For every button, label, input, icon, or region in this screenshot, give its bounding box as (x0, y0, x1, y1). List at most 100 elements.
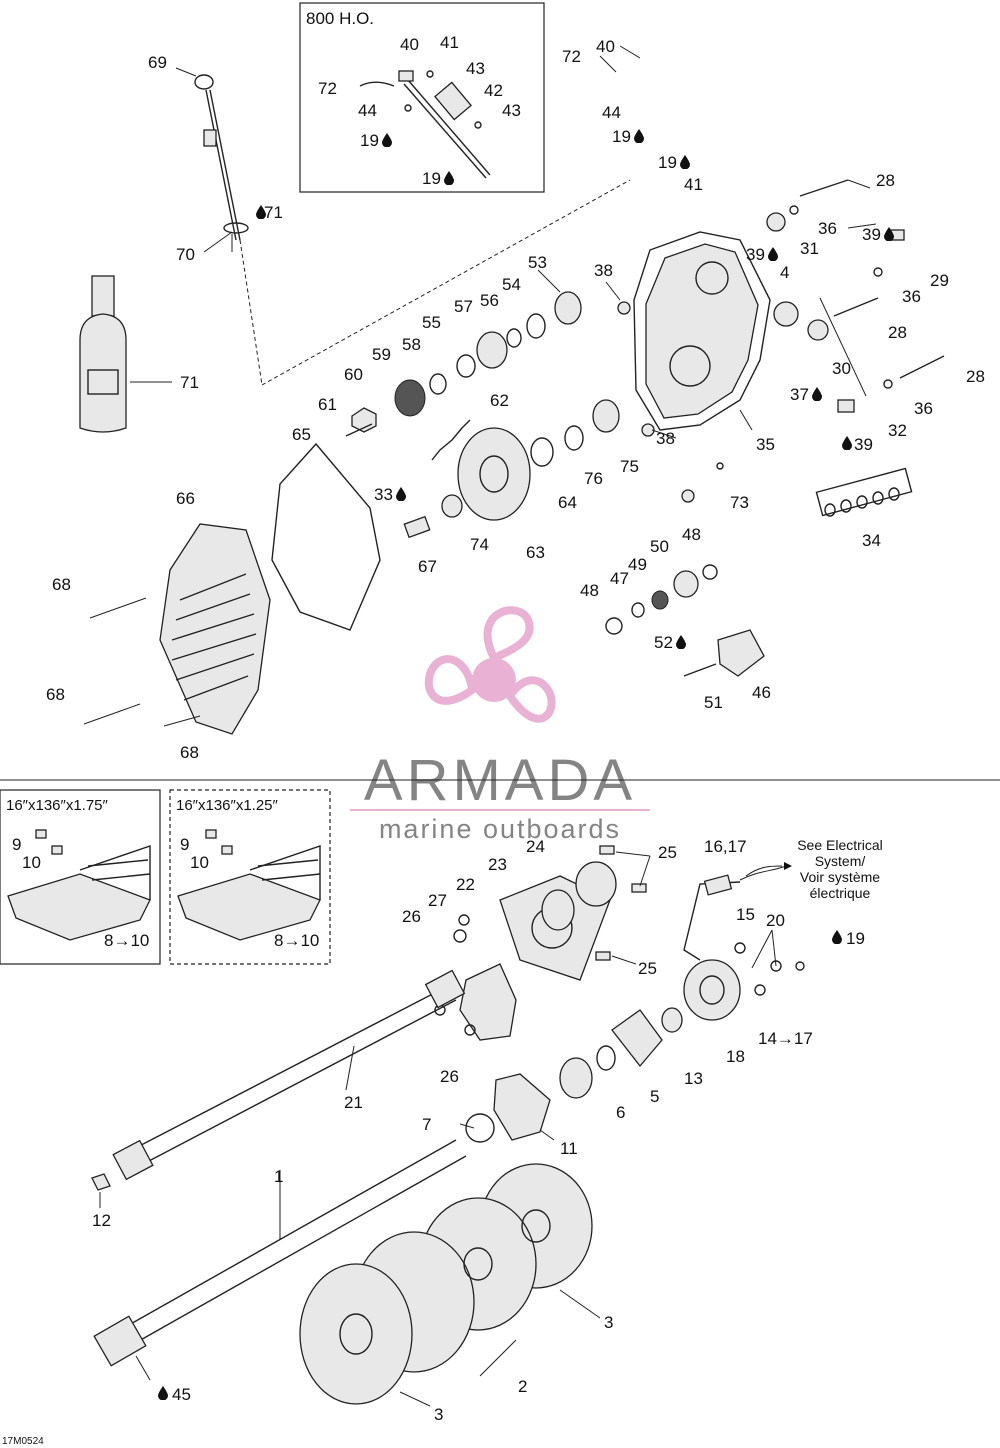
label-35: 35 (756, 435, 775, 454)
label-45: 45 (172, 1385, 191, 1404)
label-39-c: 39 (854, 435, 873, 454)
label-27: 27 (428, 891, 447, 910)
label-36-a: 36 (818, 219, 837, 238)
chaincase-housing (633, 212, 829, 431)
label-44-inset: 44 (358, 101, 377, 120)
label-25-a: 25 (658, 843, 677, 862)
label-47: 47 (610, 569, 629, 588)
label-3-b: 3 (434, 1405, 443, 1424)
label-24: 24 (526, 837, 545, 856)
label-39-a: 39 (746, 245, 765, 264)
oil-drop-icon (382, 133, 392, 147)
label-63: 63 (526, 543, 545, 562)
inset-800ho: 800 H.O. (299, 2, 545, 193)
shims-34 (815, 467, 913, 517)
label-26-a: 26 (402, 907, 421, 926)
label-4: 4 (780, 263, 789, 282)
oil-drop-icon (634, 129, 644, 143)
oil-drop-icon (768, 247, 778, 261)
label-8-10-box1: 8→10 (104, 931, 149, 950)
track-box-1-title: 16″x136″x1.75″ (6, 797, 109, 814)
label-41: 41 (684, 175, 703, 194)
electrical-note: See Electrical System/ Voir système élec… (745, 837, 883, 901)
label-70: 70 (176, 245, 195, 264)
label-41-inset: 41 (440, 33, 459, 52)
label-19-inset-a: 19 (360, 131, 379, 150)
label-66: 66 (176, 489, 195, 508)
label-33: 33 (374, 485, 393, 504)
label-12: 12 (92, 1211, 111, 1230)
label-51: 51 (704, 693, 723, 712)
label-69: 69 (148, 53, 167, 72)
oil-drop-icon (680, 155, 690, 169)
label-46: 46 (752, 683, 771, 702)
label-6: 6 (616, 1103, 625, 1122)
label-11: 11 (560, 1139, 578, 1158)
label-40: 40 (596, 37, 615, 56)
oil-drop-icon (676, 635, 686, 649)
watermark: ARMADA marine outboards (350, 606, 650, 844)
label-54: 54 (502, 275, 521, 294)
label-76: 76 (584, 469, 603, 488)
label-16-17: 16,17 (704, 837, 747, 856)
label-64: 64 (558, 493, 577, 512)
track-box-2: 16″x136″x1.25″ (169, 789, 331, 965)
label-49: 49 (628, 555, 647, 574)
label-57: 57 (454, 297, 473, 316)
label-68-a: 68 (52, 575, 71, 594)
propeller-logo-icon (424, 606, 556, 723)
label-44: 44 (602, 103, 621, 122)
label-25-b: 25 (638, 959, 657, 978)
track-box-2-title: 16″x136″x1.25″ (176, 797, 279, 814)
figure-code: 17M0524 (2, 1436, 44, 1447)
electrical-note-line2: System/ (815, 853, 866, 869)
label-23: 23 (488, 855, 507, 874)
label-68-c: 68 (180, 743, 199, 762)
label-37: 37 (790, 385, 809, 404)
label-72: 72 (562, 47, 581, 66)
label-8-10-box2: 8→10 (274, 931, 319, 950)
label-34: 34 (862, 531, 881, 550)
label-9-box2: 9 (180, 835, 189, 854)
label-26-b: 26 (440, 1067, 459, 1086)
electrical-note-line4: électrique (810, 885, 871, 901)
bearing-housing-upper (453, 845, 647, 981)
label-1: 1 (274, 1167, 283, 1186)
label-7: 7 (422, 1115, 431, 1134)
label-48-a: 48 (682, 525, 701, 544)
label-52: 52 (654, 633, 673, 652)
label-74: 74 (470, 535, 489, 554)
label-3-a: 3 (604, 1313, 613, 1332)
brake-parts (605, 564, 765, 677)
label-53: 53 (528, 253, 547, 272)
oil-drop-icon (842, 436, 852, 450)
label-28-c: 28 (966, 367, 985, 386)
label-50: 50 (650, 537, 669, 556)
electrical-note-line3: Voir système (800, 869, 880, 885)
label-71-bottle: 71 (180, 373, 199, 392)
label-10-box1: 10 (22, 853, 41, 872)
label-29: 29 (930, 271, 949, 290)
label-48-b: 48 (580, 581, 599, 600)
label-38-b: 38 (656, 429, 675, 448)
label-59: 59 (372, 345, 391, 364)
label-19-inset-b: 19 (422, 169, 441, 188)
drive-shaft-21 (91, 969, 466, 1191)
oil-drop-icon (812, 387, 822, 401)
watermark-tagline: marine outboards (379, 814, 621, 844)
label-30: 30 (832, 359, 851, 378)
label-43-inset-a: 43 (466, 59, 485, 78)
label-19-b: 19 (658, 153, 677, 172)
label-72-inset: 72 (318, 79, 337, 98)
label-19-c: 19 (846, 929, 865, 948)
label-31: 31 (800, 239, 819, 258)
dipstick-assembly (194, 74, 263, 386)
label-56: 56 (480, 291, 499, 310)
part-labels: 69 70 71 71 72 40 41 43 42 43 44 19 19 7… (12, 33, 985, 1424)
gear-components (345, 291, 724, 539)
label-10-box2: 10 (190, 853, 209, 872)
label-36-b: 36 (902, 287, 921, 306)
label-71-top: 71 (264, 203, 283, 222)
leader-lines (99, 45, 877, 1407)
